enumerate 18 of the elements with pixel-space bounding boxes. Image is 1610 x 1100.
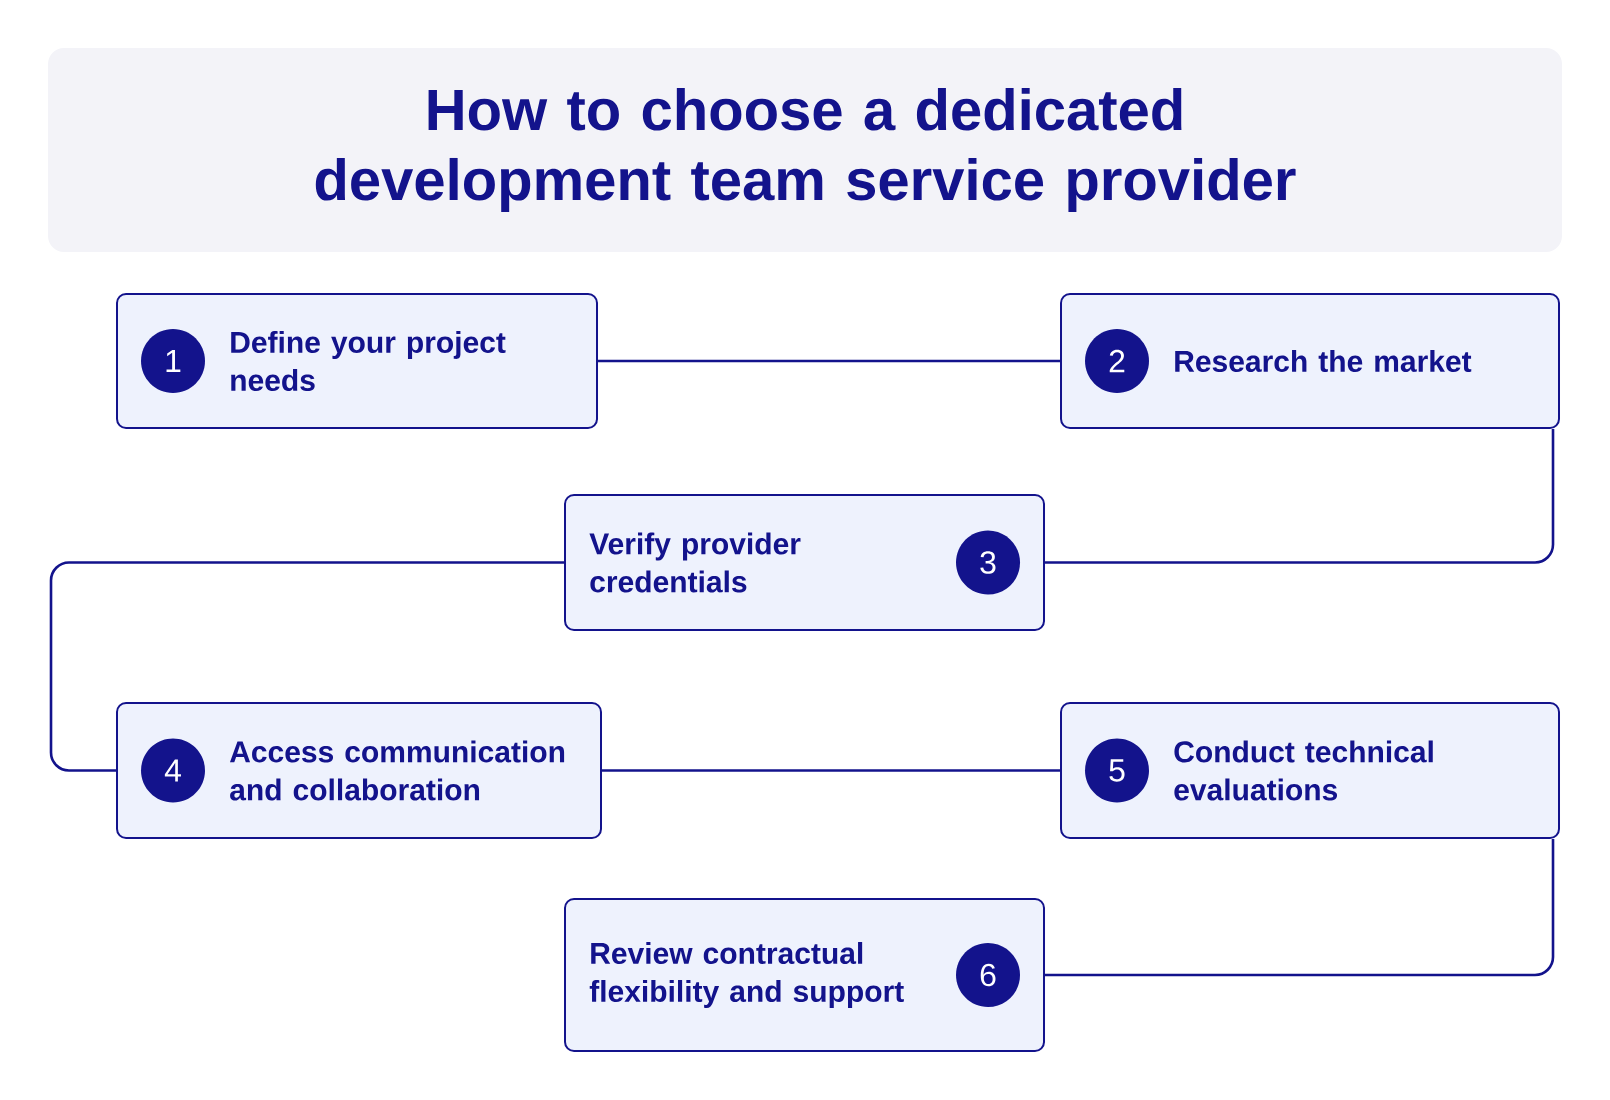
step-label: Review contractual flexibility and support	[589, 942, 904, 1008]
step-box	[564, 494, 1045, 631]
connector-line	[602, 769, 1060, 772]
step-box	[116, 293, 598, 429]
step-label: Access communication and collaboration	[229, 740, 565, 801]
title: How to choose a dedicated development team service provider	[315, 87, 1296, 212]
connector-line	[1045, 429, 1555, 564]
connector-line	[1045, 839, 1555, 977]
step-box	[1060, 702, 1560, 839]
connector-line	[49, 561, 564, 772]
connector-line	[598, 359, 1060, 363]
step-label: Verify provider credentials	[589, 532, 801, 593]
step-box	[116, 702, 602, 839]
step-box	[564, 898, 1045, 1052]
step-label: Research the market	[1175, 350, 1472, 372]
step-box	[1060, 293, 1560, 429]
step-label: Conduct technical evaluations	[1174, 740, 1433, 801]
step-label: Define your project needs	[231, 331, 506, 391]
